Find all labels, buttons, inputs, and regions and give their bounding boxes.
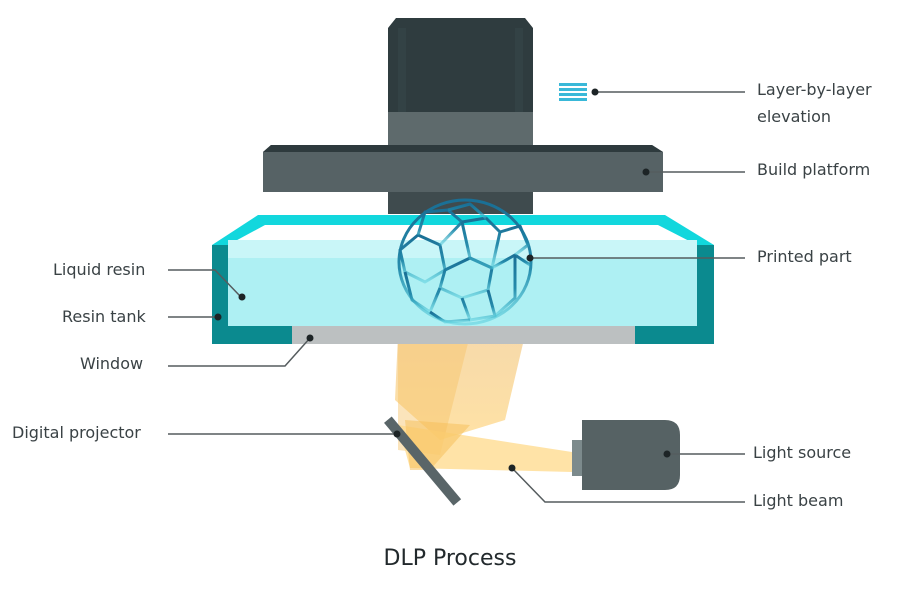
label-light-beam: Light beam (753, 491, 844, 510)
label-digital-projector: Digital projector (12, 423, 141, 442)
label-window: Window (80, 354, 144, 373)
leader-dots (214, 88, 671, 472)
label-layer-elevation-line2: elevation (757, 107, 832, 126)
printed-part (397, 198, 533, 326)
z-axis-motor (388, 18, 533, 148)
build-platform (263, 145, 663, 214)
label-printed-part: Printed part (757, 247, 852, 266)
light-beam (395, 335, 572, 472)
leader-lines (168, 91, 745, 503)
resin-tank (212, 215, 714, 344)
diagram-title: DLP Process (383, 546, 517, 571)
label-liquid-resin: Liquid resin (53, 260, 146, 279)
label-light-source: Light source (753, 443, 852, 462)
projector-mirror (384, 416, 462, 506)
label-build-platform: Build platform (757, 160, 871, 179)
light-source (572, 420, 680, 490)
label-layer-elevation-line1: Layer-by-layer (757, 80, 872, 99)
layer-stack-icon (559, 83, 587, 101)
label-resin-tank: Resin tank (62, 307, 146, 326)
